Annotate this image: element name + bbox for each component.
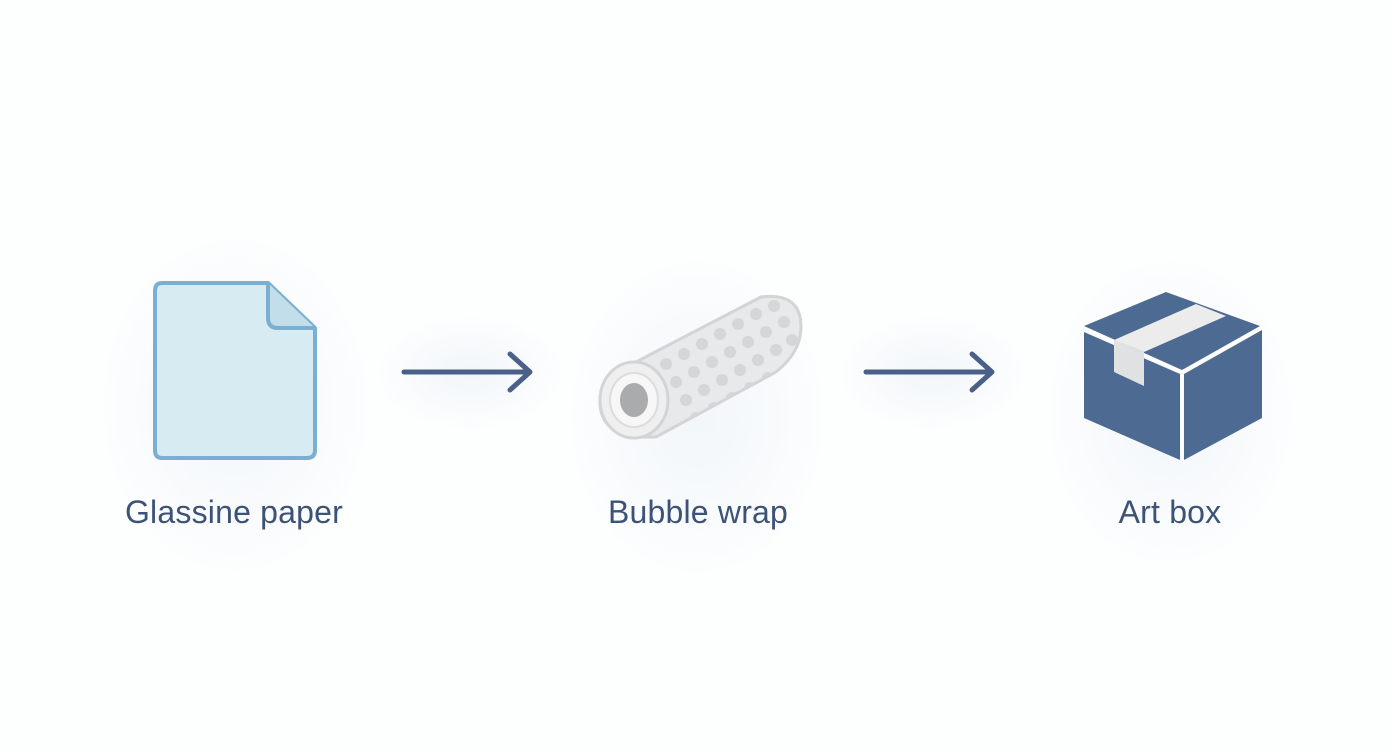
art-box-icon — [1080, 288, 1266, 469]
arrow-right-icon — [400, 348, 540, 401]
step-label: Bubble wrap — [607, 494, 789, 530]
arrow-right-icon — [862, 348, 1002, 401]
glassine-paper-icon — [150, 278, 322, 469]
step-label: Art box — [1118, 494, 1222, 530]
bubble-wrap-icon — [596, 292, 806, 455]
step-label: Glassine paper — [124, 494, 344, 530]
